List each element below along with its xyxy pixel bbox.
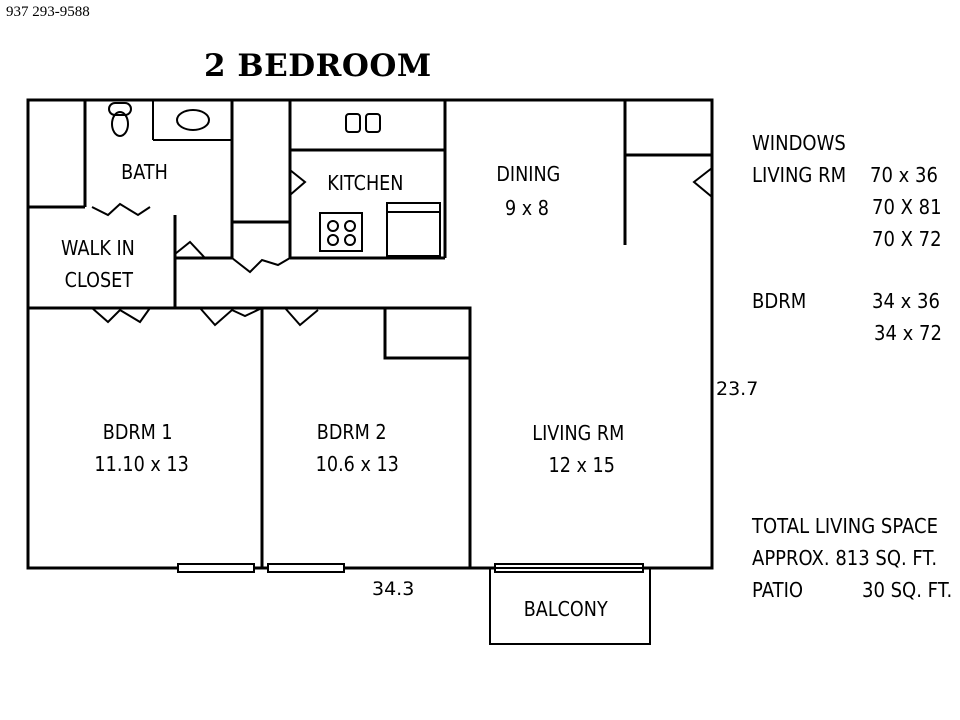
burner-3: [327, 234, 339, 246]
windows-living-label: LIVING RM: [752, 163, 847, 187]
door-closet: [174, 240, 206, 259]
total-living-space: TOTAL LIVING SPACE: [752, 514, 938, 538]
label-living: LIVING RM: [532, 421, 625, 445]
outer-wall: [26, 98, 714, 570]
burner-4: [344, 234, 356, 246]
windows-bdrm-size-1: 34 x 36: [872, 289, 940, 313]
burner-1: [327, 220, 339, 232]
windows-living-size-1: 70 x 36: [870, 163, 938, 187]
windows-bdrm-size-2: 34 x 72: [874, 321, 942, 345]
door-hall: [231, 257, 291, 274]
windows-living-size-2: 70 X 81: [872, 195, 942, 219]
dimension-depth: 23.7: [716, 378, 759, 400]
label-bdrm2-size: 10.6 x 13: [315, 452, 399, 476]
label-dining: DINING: [496, 162, 561, 186]
windows-heading: WINDOWS: [752, 131, 846, 155]
label-bdrm1-size: 11.10 x 13: [94, 452, 189, 476]
total-approx-sqft: APPROX. 813 SQ. FT.: [752, 546, 938, 570]
label-bdrm2: BDRM 2: [316, 420, 387, 444]
kitchen-sink-right: [365, 113, 381, 133]
dimension-width: 34.3: [372, 578, 415, 600]
phone-number: 937 293-9588: [6, 4, 90, 20]
label-dining-size: 9 x 8: [505, 196, 549, 220]
door-right: [692, 167, 713, 198]
bdrm2-closet: [383, 306, 472, 360]
window-bdrm1: [177, 563, 255, 573]
label-closet-line2: CLOSET: [64, 268, 134, 292]
label-living-size: 12 x 15: [548, 453, 615, 477]
windows-living-size-3: 70 X 72: [872, 227, 942, 251]
door-bdrm1b: [199, 307, 263, 327]
door-bdrm2: [284, 307, 319, 327]
label-balcony: BALCONY: [523, 597, 608, 621]
burner-2: [344, 220, 356, 232]
door-bdrm1: [91, 307, 151, 324]
window-bdrm2: [267, 563, 345, 573]
door-kitchen: [289, 169, 307, 196]
stove: [319, 212, 363, 252]
label-kitchen: KITCHEN: [327, 171, 404, 195]
label-closet-line1: WALK IN: [61, 236, 135, 260]
door-bath: [91, 202, 151, 217]
bath-sink: [176, 109, 210, 131]
floorplan-title: 2 BEDROOM: [204, 48, 432, 84]
windows-bdrm-label: BDRM: [752, 289, 807, 313]
label-bdrm1: BDRM 1: [102, 420, 173, 444]
refrigerator: [386, 202, 441, 257]
toilet-tank: [108, 102, 132, 116]
balcony-outline: [489, 567, 651, 645]
patio-value: 30 SQ. FT.: [862, 578, 953, 602]
patio-label: PATIO: [752, 578, 804, 602]
label-bath: BATH: [121, 160, 168, 184]
kitchen-sink-left: [345, 113, 361, 133]
toilet-bowl: [111, 111, 129, 137]
